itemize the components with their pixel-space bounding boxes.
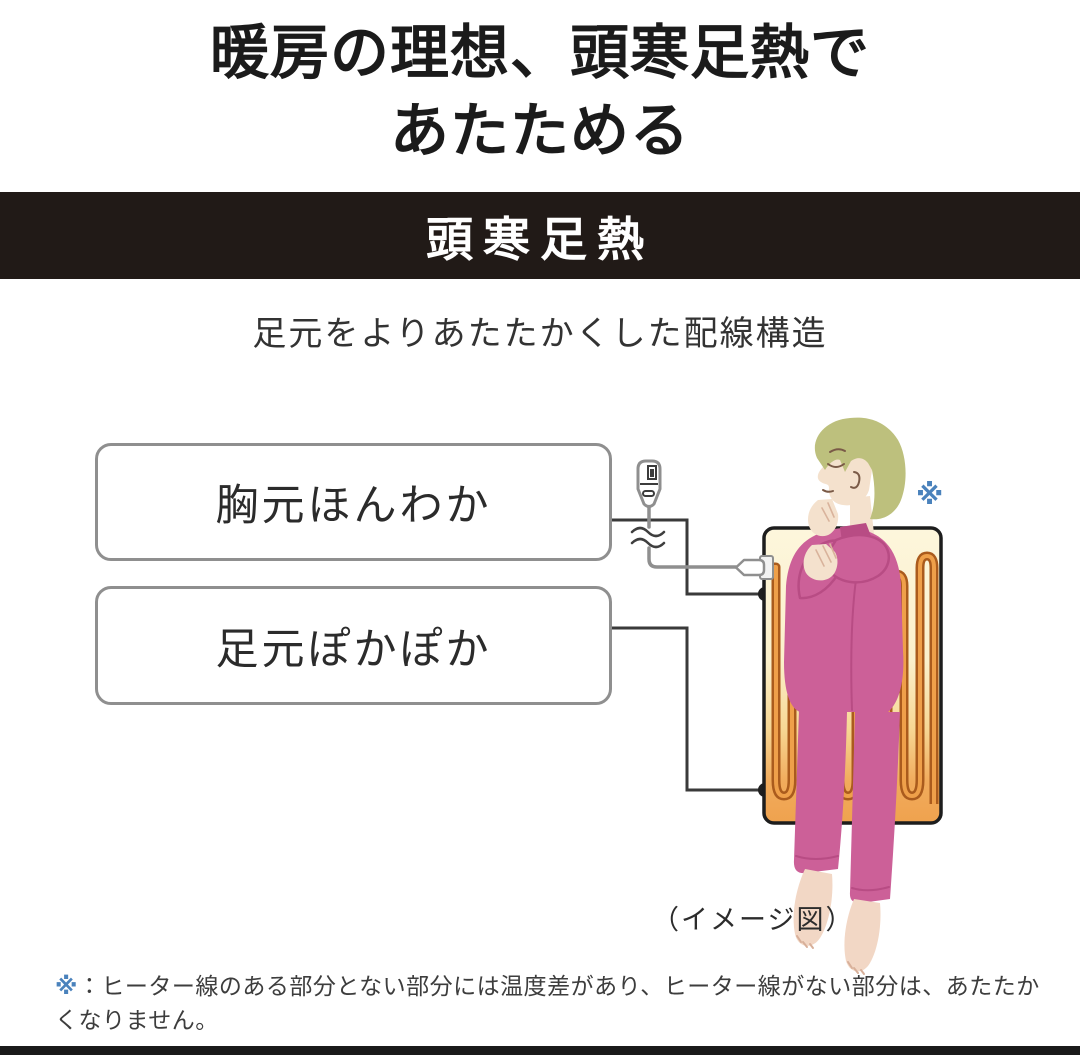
page-title-line2: あたためる [389, 98, 690, 165]
footnote-mark: ※ [55, 973, 78, 999]
label-feet-text: 足元ぽかぽか [215, 625, 492, 674]
footnote: ※：ヒーター線のある部分とない部分には温度差があり、ヒーター線がない部分は、あた… [55, 967, 1045, 1035]
plug-icon [734, 558, 766, 577]
power-cord [630, 505, 738, 569]
subtitle: 足元をよりあたたかくした配線構造 [252, 315, 828, 353]
reference-mark: ※ [916, 479, 944, 510]
woman-illustration [784, 417, 906, 975]
bottom-edge-bar [0, 1046, 1080, 1055]
woman-neck [850, 496, 874, 534]
image-caption: （イメージ図） [652, 905, 855, 935]
label-box-chest: 胸元ほんわか [95, 443, 612, 561]
label-box-feet: 足元ぽかぽか [95, 586, 612, 705]
connector-line-feet [612, 626, 772, 797]
woman-feet [793, 869, 881, 975]
page-title: 暖房の理想、頭寒足熱で あたためる [0, 14, 1080, 171]
woman-sleeve-lower [824, 533, 891, 584]
controller-icon [636, 459, 662, 508]
section-banner: 頭寒足熱 [0, 192, 1080, 279]
banner-label: 頭寒足熱 [426, 213, 654, 266]
woman-pants-right-leg [849, 712, 900, 904]
woman-hands [803, 499, 839, 581]
cord-break-icon [630, 526, 666, 538]
woman-face-features [822, 448, 861, 493]
footnote-text: ：ヒーター線のある部分とない部分には温度差があり、ヒーター線がない部分は、あたた… [55, 973, 1040, 1033]
label-chest-text: 胸元ほんわか [215, 482, 492, 530]
woman-hair [814, 417, 906, 520]
page-title-line1: 暖房の理想、頭寒足熱で [209, 20, 870, 86]
woman-pants-left-leg [793, 710, 847, 874]
